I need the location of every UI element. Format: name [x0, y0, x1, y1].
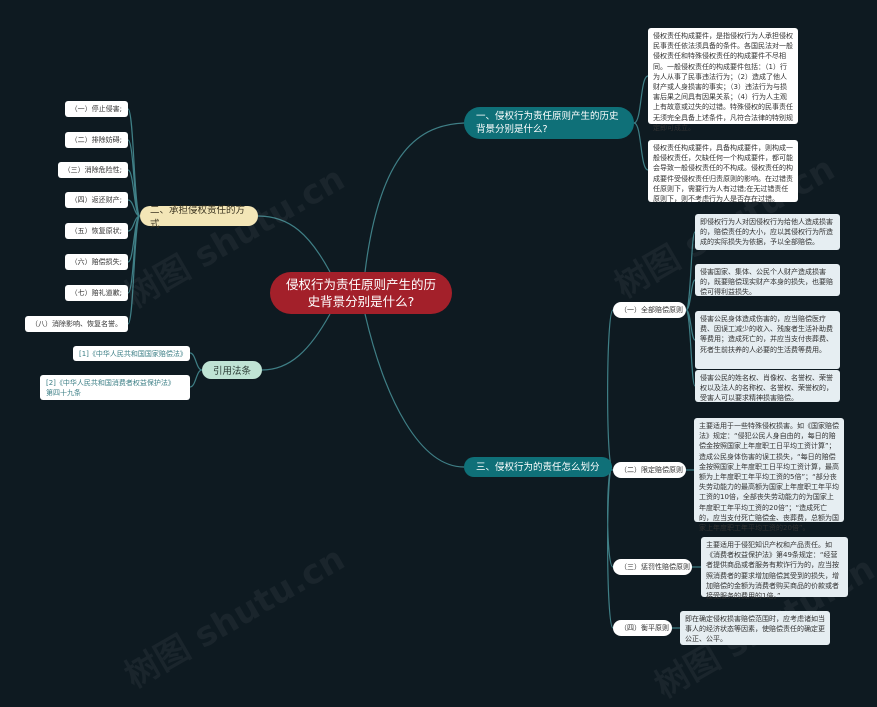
list-item: （八）消除影响、恢复名誉。	[25, 316, 128, 332]
branch-history-background[interactable]: 一、侵权行为责任原则产生的历史背景分别是什么?	[464, 107, 634, 139]
list-item: （六）赔偿损失;	[64, 254, 128, 270]
card-punitive-compensation: 主要适用于侵犯知识产权和产品责任。如《消费者权益保护法》第49条规定：“经营者提…	[701, 537, 848, 600]
list-item: （一）停止侵害;	[64, 101, 128, 117]
branch-liability-division[interactable]: 三、侵权行为的责任怎么划分	[464, 457, 612, 477]
sub-limited-compensation[interactable]: （二）限定赔偿原则	[613, 462, 686, 478]
card-liability-elements: 侵权责任构成要件，具备构成要件，则构成一般侵权责任，欠缺任何一个构成要件，都可能…	[648, 140, 798, 203]
link-root-b3	[261, 313, 331, 371]
card-constitutive-elements: 侵权责任构成要件，是指侵权行为人承担侵权民事责任依法须具备的条件。各国民法对一般…	[648, 28, 798, 132]
root-topic[interactable]: 侵权行为责任原则产生的历史背景分别是什么?	[270, 272, 452, 314]
link-sub1-cards	[685, 231, 696, 387]
branch-cited-laws[interactable]: 引用法条	[202, 361, 262, 379]
card-full-compensation-1: 即侵权行为人对因侵权行为给他人造成损害的，赔偿责任的大小，应以其侵权行为所造成的…	[695, 214, 840, 250]
link-b3-items	[189, 352, 203, 388]
sub-full-compensation[interactable]: （一）全部赔偿原则	[613, 302, 686, 318]
link-b2-items	[127, 108, 141, 325]
link-b1-card1	[633, 75, 649, 124]
list-item: （五）恢复原状;	[64, 223, 128, 239]
list-item: （四）返还财产;	[64, 192, 128, 208]
card-full-compensation-2: 侵害国家、集体、公民个人财产造成损害的，既要赔偿现实财产本身的损失，也要赔偿可得…	[695, 264, 840, 296]
law-reference[interactable]: [2]《中华人民共和国消费者权益保护法》 第四十九条	[40, 375, 190, 400]
branch-liability-methods[interactable]: 二、承担侵权责任的方式	[140, 205, 258, 230]
list-item: （七）赔礼道歉;	[64, 285, 128, 301]
law-reference[interactable]: [1]《中华人民共和国国家赔偿法》	[73, 346, 190, 361]
link-root-b1	[364, 122, 465, 273]
mind-map-canvas: 树图 shutu.cn 树图 shutu.cn 树图 shutu.cn 树图 s…	[25, 28, 877, 706]
card-equity-principle: 即在确定侵权损害赔偿范围时，应考虑诸如当事人的经济状态等因素，使赔偿责任的确定更…	[680, 611, 830, 645]
card-full-compensation-4: 侵害公民的姓名权、肖像权、名誉权、荣誉权以及法人的名称权、名誉权、荣誉权的，受害…	[695, 370, 840, 402]
card-full-compensation-3: 侵害公民身体造成伤害的，应当赔偿医疗费、因误工减少的收入、残废者生活补助费等费用…	[695, 311, 840, 369]
link-root-b2	[257, 215, 331, 273]
card-limited-compensation: 主要适用于一些特殊侵权损害。如《国家赔偿法》规定：“侵犯公民人身自由的，每日的赔…	[694, 418, 844, 532]
sub-equity-principle[interactable]: （四）衡平原则	[613, 620, 672, 636]
sub-punitive-compensation[interactable]: （三）惩罚性赔偿原则	[613, 559, 692, 575]
link-b1-card2	[633, 122, 649, 171]
link-root-b4	[364, 313, 465, 468]
list-item: （二）排除妨碍;	[64, 132, 128, 148]
list-item: （三）消除危险性;	[57, 162, 128, 178]
